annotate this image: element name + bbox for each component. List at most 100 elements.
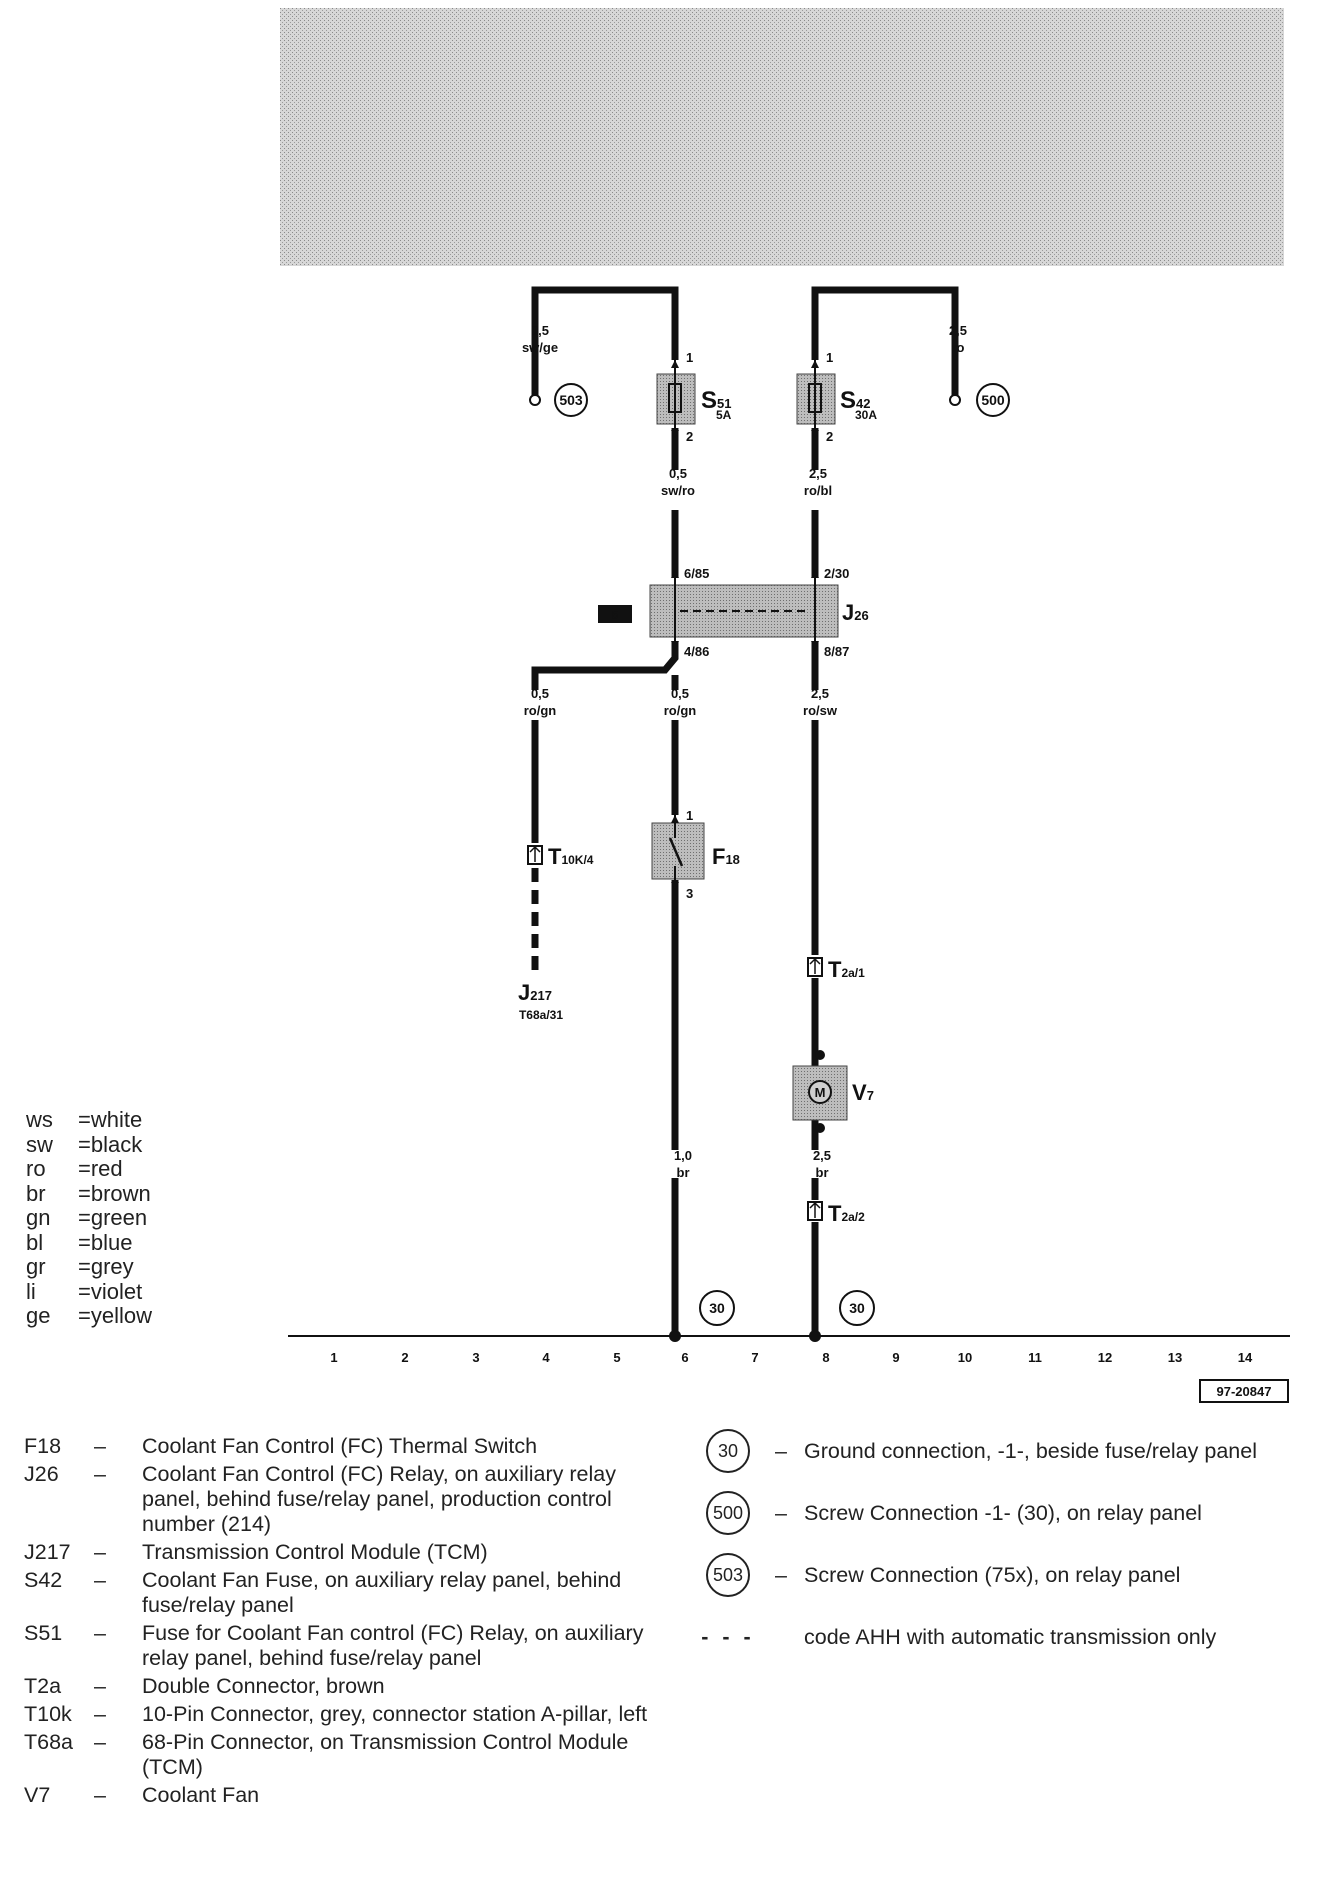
column-number: 4 — [542, 1350, 550, 1365]
legend-dash: – — [94, 1462, 106, 1486]
connection-legend-item: 503–Screw Connection (75x), on relay pan… — [698, 1544, 1338, 1606]
connector-t2a1-symbol — [807, 957, 823, 977]
connection-description: Screw Connection (75x), on relay panel — [804, 1562, 1181, 1587]
legend-item: V7–Coolant Fan — [24, 1783, 664, 1808]
legend-item: J217–Transmission Control Module (TCM) — [24, 1540, 664, 1565]
legend-code: S51 — [24, 1621, 63, 1645]
wire-v7-color: ro/sw — [803, 703, 838, 718]
connector-t2a2-symbol — [807, 1201, 823, 1221]
terminal-503-end — [529, 394, 541, 406]
legend-dash: – — [94, 1674, 106, 1698]
color-key-row: bl= blue — [26, 1229, 152, 1256]
wire-s51-j26-color: sw/ro — [661, 483, 695, 498]
equals-sign: = — [78, 1156, 91, 1181]
color-code: li — [26, 1278, 36, 1304]
label-j26: J26 — [842, 600, 869, 625]
column-number: 7 — [751, 1350, 758, 1365]
wire-s42-j26-size: 2,5 — [809, 466, 827, 481]
wire-500-feed — [811, 286, 959, 396]
color-name: brown — [90, 1180, 151, 1206]
relay-j26-marker — [598, 605, 632, 623]
pin-s42-1: 1 — [826, 350, 833, 365]
pin-j26-4-86: 4/86 — [684, 644, 709, 659]
wire-v7-size: 2,5 — [811, 686, 829, 701]
color-code: br — [26, 1180, 46, 1206]
column-number: 12 — [1098, 1350, 1112, 1365]
equals-sign: = — [78, 1254, 91, 1279]
pin-s42-2: 2 — [826, 429, 833, 444]
ground-30-label-1: 30 — [709, 1300, 725, 1316]
legend-description: 10-Pin Connector, grey, connector statio… — [142, 1702, 648, 1726]
legend-description: Fuse for Coolant Fan control (FC) Relay,… — [142, 1621, 644, 1670]
legend-code: S42 — [24, 1568, 63, 1592]
legend-code: J217 — [24, 1540, 71, 1564]
legend-item: T10k–10-Pin Connector, grey, connector s… — [24, 1702, 664, 1727]
legend-item: S51 – Fuse for Coolant Fan control (FC) Re… — [24, 1621, 664, 1671]
wire-s42-j26-color: ro/bl — [804, 483, 832, 498]
connection-description: Ground connection, -1-, beside fuse/rela… — [804, 1438, 1257, 1463]
color-code: ws — [26, 1107, 53, 1132]
legend-description: Double Connector, brown — [142, 1674, 385, 1698]
column-number: 11 — [1028, 1350, 1042, 1365]
legend-description: Transmission Control Module (TCM) — [142, 1540, 488, 1564]
color-key-row: br= brown — [26, 1180, 152, 1207]
connection-symbol: 500 — [706, 1491, 750, 1535]
label-j217-pin: T68a/31 — [519, 1008, 563, 1022]
column-number: 2 — [401, 1350, 408, 1365]
switch-f18-box — [651, 822, 705, 880]
color-name: white — [90, 1107, 143, 1132]
wire-500-size: 2,5 — [949, 323, 967, 338]
wire-s51-j26-size: 0,5 — [669, 466, 687, 481]
component-legend: F18–Coolant Fan Control (FC) Thermal Swi… — [24, 1434, 664, 1811]
color-code: sw — [26, 1131, 53, 1157]
pin-f18-1: 1 — [686, 808, 693, 823]
legend-item: T68a–68-Pin Connector, on Transmission C… — [24, 1730, 664, 1780]
equals-sign: = — [78, 1107, 91, 1132]
column-number: 9 — [892, 1350, 899, 1365]
color-code: gn — [26, 1205, 51, 1230]
legend-item: J26–Coolant Fan Control (FC) Relay, on a… — [24, 1462, 664, 1537]
legend-description: 68-Pin Connector, on Transmission Contro… — [142, 1730, 629, 1779]
color-code: ro — [26, 1156, 46, 1181]
label-j217: J217 — [518, 980, 552, 1005]
column-number: 1 — [330, 1350, 337, 1365]
wire-j26-86 — [531, 641, 679, 690]
equals-sign: = — [78, 1229, 91, 1255]
color-name: red — [90, 1156, 123, 1181]
color-name: grey — [90, 1254, 134, 1279]
doc-number: 97-20847 — [1217, 1384, 1272, 1399]
color-code: ge — [26, 1303, 51, 1328]
column-number: 3 — [472, 1350, 479, 1365]
pin-j26-8-87: 8/87 — [824, 644, 849, 659]
column-number: 8 — [822, 1350, 829, 1365]
legend-description: Coolant Fan Control (FC) Relay, on auxil… — [142, 1462, 616, 1536]
legend-dash: – — [94, 1621, 106, 1645]
pin-s51-2: 2 — [686, 429, 693, 444]
legend-description: Coolant Fan Fuse, on auxiliary relay pan… — [142, 1568, 622, 1617]
ground-30-label-2: 30 — [849, 1300, 865, 1316]
label-f18: F18 — [712, 844, 740, 869]
legend-description: Coolant Fan — [142, 1783, 260, 1807]
pin-j26-6-85: 6/85 — [684, 566, 709, 581]
column-number: 13 — [1168, 1350, 1182, 1365]
color-name: green — [90, 1205, 148, 1230]
terminal-500-end — [949, 394, 961, 406]
wire-f18-ground-color: br — [677, 1165, 690, 1180]
connection-legend-item: 30–Ground connection, -1-, beside fuse/r… — [698, 1420, 1338, 1482]
wire-t10k-size: 0,5 — [531, 686, 549, 701]
legend-code: T68a — [24, 1730, 74, 1754]
column-number: 14 — [1238, 1350, 1253, 1365]
wire-503-size: 0,5 — [531, 323, 549, 338]
dashed-line-legend-item: - - -code AHH with automatic transmissio… — [698, 1606, 1338, 1668]
color-key-row: ws = white — [26, 1107, 152, 1133]
color-name: black — [90, 1131, 143, 1157]
ground-node-6 — [669, 1330, 681, 1342]
color-key-row: sw= black — [26, 1131, 152, 1158]
legend-item: S42–Coolant Fan Fuse, on auxiliary relay… — [24, 1568, 664, 1618]
color-name: violet — [90, 1278, 143, 1304]
connection-symbol: 30 — [706, 1429, 750, 1473]
legend-item: F18–Coolant Fan Control (FC) Thermal Swi… — [24, 1434, 664, 1459]
label-s51-rating: 5A — [716, 408, 732, 422]
